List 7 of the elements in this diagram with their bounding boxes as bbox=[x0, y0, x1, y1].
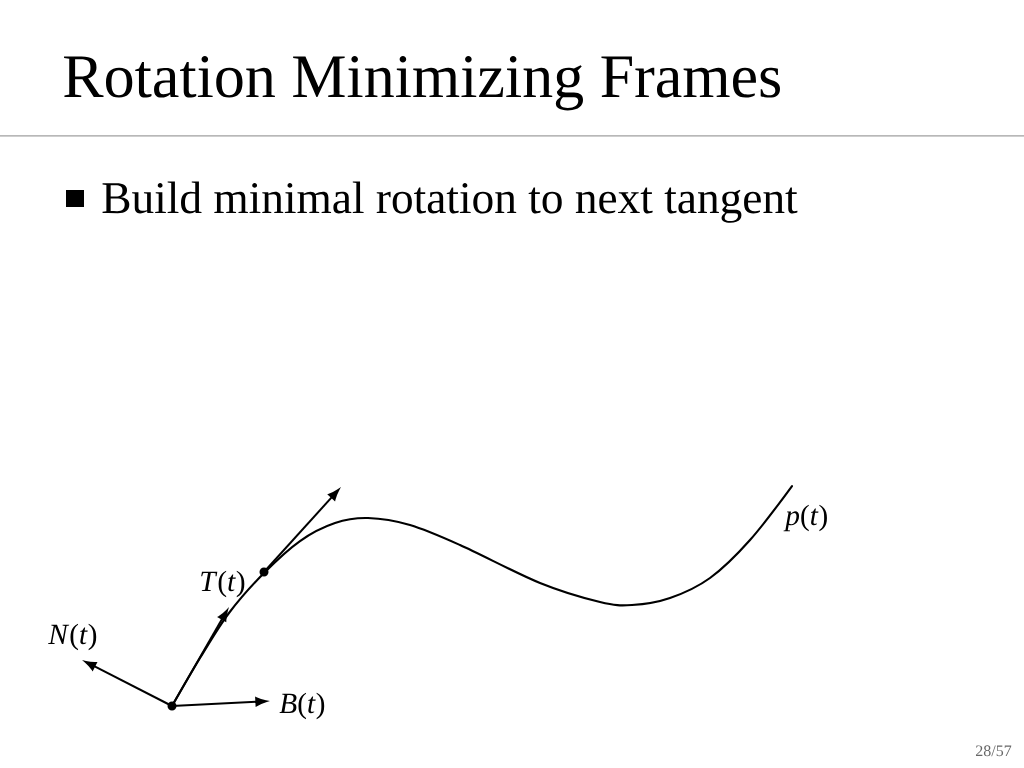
vector-label: N(t) bbox=[48, 623, 97, 651]
vector-label: T(t) bbox=[201, 570, 245, 598]
curve-label: p(t) bbox=[783, 504, 827, 532]
vector-label: B(t) bbox=[279, 692, 325, 720]
bullet-text: Build minimal rotation to next tangent bbox=[102, 181, 798, 223]
page-number: 28/57 bbox=[976, 745, 1012, 757]
slide-title: Rotation Minimizing Frames bbox=[64, 55, 780, 111]
